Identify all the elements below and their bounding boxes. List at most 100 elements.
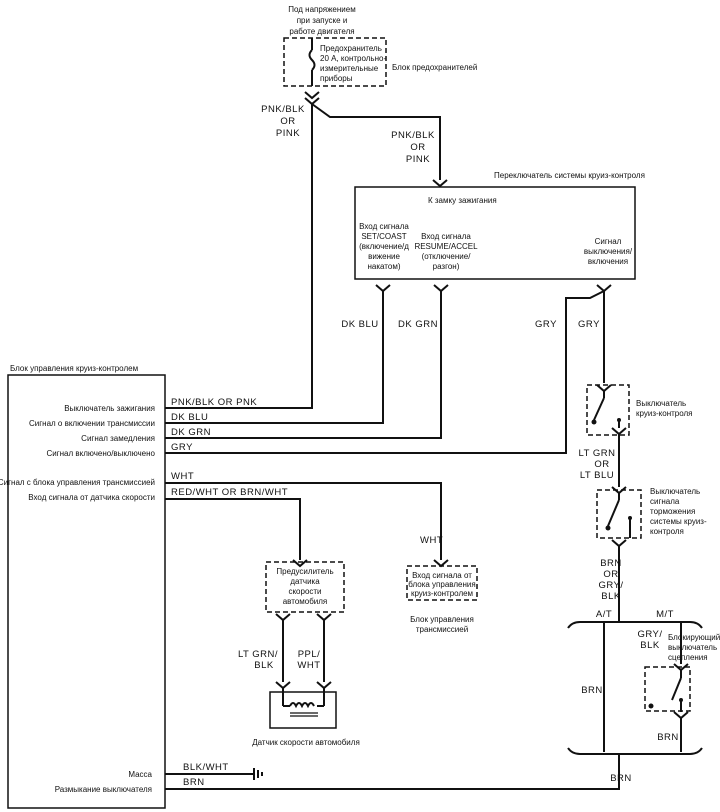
wire-label: M/T [656, 609, 674, 620]
speed-sensor: Датчик скорости автомобиля [252, 688, 360, 747]
connector-icon [433, 284, 449, 293]
wire-label: PNK/BLK [261, 104, 305, 115]
clutch-switch-label: сцепления [668, 653, 708, 662]
wire-label: OR [594, 459, 609, 470]
ecu-pin-label: Размыкание выключателя [55, 785, 152, 794]
tcm-label: блока управления [408, 580, 475, 589]
wire-label: PNK/BLK OR PNK [171, 397, 257, 408]
fuse-block-label: Блок предохранителей [392, 63, 477, 72]
wire-dk-blu [165, 291, 384, 424]
clutch-switch-label: выключатель [668, 643, 717, 652]
speed-sensor-label: Датчик скорости автомобиля [252, 738, 360, 747]
cruise-switch-label: Выключатель [636, 399, 686, 408]
speed-amp-label: датчика [290, 577, 320, 586]
wire-label: DK BLU [171, 412, 208, 423]
wire-label: BLK [254, 660, 274, 671]
wire-label: GRY [535, 319, 557, 330]
resume-input-label: Вход сигнала [421, 232, 471, 241]
brake-switch-label: торможения [650, 507, 695, 516]
switch-blade-icon [593, 397, 605, 421]
wire-label: WHT [420, 535, 443, 546]
switch-blade-icon [671, 677, 682, 701]
ecu-pin-label: Сигнал о включении трансмиссии [29, 419, 155, 428]
speed-sensor-outline [269, 691, 337, 729]
cruise-switch-outline [354, 186, 636, 280]
wire-label: PINK [276, 128, 300, 139]
ecu-pin-label: Масса [128, 770, 152, 779]
top-note-line: при запуске и [297, 16, 348, 25]
speed-amp-label: автомобиля [283, 597, 328, 606]
wire-label: PNK/BLK [391, 130, 435, 141]
off-signal-label: Сигнал [595, 237, 622, 246]
wire-label: BRN [581, 685, 603, 696]
wire-gry [165, 290, 605, 454]
wire-label: PINK [406, 154, 430, 165]
wire-label: BRN [183, 777, 205, 788]
resume-input-label: разгон) [433, 262, 460, 271]
set-input-label: (включение/д [359, 242, 409, 251]
tcm-label: круиз-контролем [411, 589, 473, 598]
off-signal-label: включения [588, 257, 628, 266]
connector-icon [596, 284, 612, 293]
set-input-label: накатом) [367, 262, 400, 271]
fuse-text: приборы [320, 74, 353, 83]
clutch-switch-outline [644, 666, 691, 712]
wire-wht [165, 482, 442, 560]
cruise-on-off-switch: Выключатель круиз-контроля [586, 384, 693, 436]
cruise-switch-box: Переключатель системы круиз-контроля К з… [354, 171, 645, 280]
fuse-text: измерительные [320, 64, 379, 73]
brake-switch-label: Выключатель [650, 487, 700, 496]
brake-switch-label: контроля [650, 527, 684, 536]
wire-label: GRY/ [598, 580, 623, 591]
set-input-label: Вход сигнала [359, 222, 409, 231]
tcm-outline [406, 565, 478, 601]
wire-label: BLK [640, 640, 660, 651]
top-note-line: Под напряжением [288, 5, 355, 14]
tcm-label: Вход сигнала от [412, 571, 472, 580]
wire-label: LT GRN [579, 448, 616, 459]
ignition-label: К замку зажигания [428, 196, 497, 205]
connector-icon [304, 91, 320, 100]
wire-label: BRN [657, 732, 679, 743]
ecu-pin-label: Сигнал замедления [81, 434, 155, 443]
wire-label: LT GRN/ [238, 649, 278, 660]
wire-label: DK GRN [398, 319, 438, 330]
wire-label: BRN [600, 558, 622, 569]
set-input-label: SET/COAST [361, 232, 406, 241]
resume-input-label: (отключение/ [422, 252, 472, 261]
brake-switch-outline [596, 489, 642, 539]
ecu-pin-label: Сигнал с блока управления трансмиссией [0, 478, 155, 487]
speed-amp-label: скорости [288, 587, 321, 596]
cruise-ecu: Блок управления круиз-контролем Выключат… [0, 364, 166, 809]
fuse-block-outline [283, 37, 387, 87]
fuse-icon [308, 49, 316, 71]
wire-label: BLK/WHT [183, 762, 229, 773]
wire-label: OR [410, 142, 425, 153]
top-note: Под напряжением при запуске и работе дви… [288, 5, 355, 36]
split-bracket [567, 621, 703, 629]
wire-red-wht [165, 498, 301, 560]
wire-label: GRY [171, 442, 193, 453]
resume-input-label: RESUME/ACCEL [414, 242, 478, 251]
top-note-line: работе двигателя [289, 27, 354, 36]
wire-pnk-right [311, 103, 441, 180]
ecu-outline [7, 374, 166, 809]
wire-dk-grn [165, 291, 442, 439]
tcm-block-label: трансмиссией [416, 625, 468, 634]
wire-label: WHT [297, 660, 320, 671]
cruise-switch-title: Переключатель системы круиз-контроля [494, 171, 645, 180]
wire-brn-bottom [165, 754, 620, 790]
clutch-switch-label: Блокирующий [668, 633, 720, 642]
tcm-block-label: Блок управления [410, 615, 474, 624]
cruise-switch-label: круиз-контроля [636, 409, 693, 418]
brake-switch: Выключатель сигнала торможения системы к… [596, 486, 707, 548]
wire-label: OR [603, 569, 618, 580]
connector-icon [432, 179, 448, 188]
ground-icon [253, 768, 263, 780]
switch-outline [586, 384, 630, 436]
wire-label: DK GRN [171, 427, 211, 438]
connector-icon [292, 559, 308, 568]
coil-icon [289, 702, 315, 709]
tcm-input: Вход сигнала от блока управления круиз-к… [406, 565, 478, 634]
